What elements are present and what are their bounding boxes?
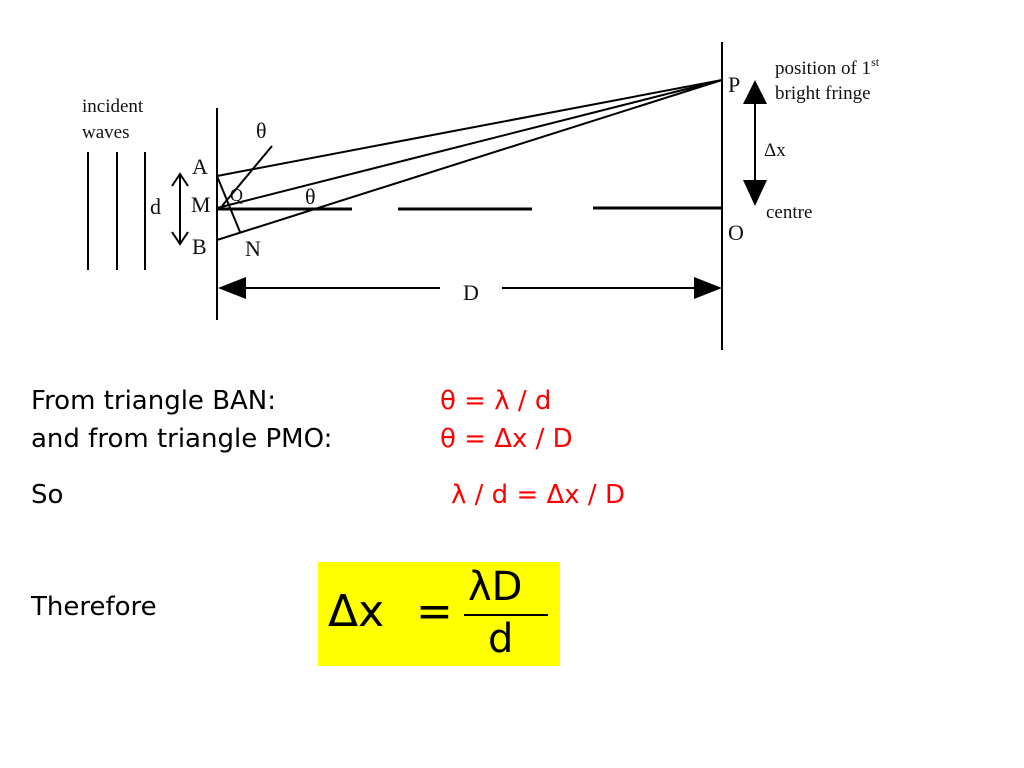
theta-lower-label: θ (305, 184, 316, 209)
centre-label: centre (766, 202, 812, 223)
theta-upper-label: θ (256, 118, 267, 143)
formula-denominator: d (488, 616, 514, 662)
ray-a-to-p (216, 79, 723, 177)
fringe-bright-label: bright fringe (775, 83, 871, 104)
fringe-superscript: st (871, 55, 880, 69)
distance-label: D (463, 280, 479, 305)
formula-fraction-bar (464, 614, 548, 616)
row1-equation: θ = λ / d (440, 386, 552, 416)
fringe-spacing-formula: Δx = λD d (318, 562, 560, 666)
point-m-label: M (191, 192, 211, 217)
d-arrow-head-top (171, 172, 189, 187)
point-p-label: P (728, 72, 740, 97)
row3-equation: λ / d = Δx / D (451, 480, 625, 510)
row3-label: So (31, 480, 64, 510)
formula-numerator: λD (468, 564, 523, 610)
row4-label: Therefore (31, 592, 157, 622)
delta-x-label: Δx (764, 140, 786, 161)
point-q-label: Q (230, 185, 243, 205)
row2-label: and from triangle PMO: (31, 424, 333, 454)
row2-equation: θ = Δx / D (440, 424, 573, 454)
ray-b-to-p (216, 79, 723, 241)
point-o-label: O (728, 220, 744, 245)
formula-lhs: Δx (328, 586, 385, 637)
perpendicular-an (216, 175, 241, 233)
double-slit-diagram: incident waves d A M B N Q θ θ P O Δx po… (82, 42, 880, 350)
fringe-position-label: position of 1st (775, 55, 880, 79)
point-n-label: N (245, 236, 261, 261)
delta-x-arrow-head-bottom (743, 180, 767, 206)
d-arrow-head-bottom (171, 231, 189, 246)
point-b-label: B (192, 234, 207, 259)
wavefront-normal (221, 145, 273, 207)
row1-label: From triangle BAN: (31, 386, 277, 416)
waves-label: waves (82, 122, 129, 143)
point-a-label: A (192, 154, 208, 179)
distance-arrow-head-left (218, 277, 246, 299)
distance-arrow-head-right (694, 277, 722, 299)
ray-m-to-p (216, 79, 723, 209)
formula-equals: = (416, 586, 453, 637)
incident-label: incident (82, 96, 144, 117)
slit-separation-label: d (150, 194, 161, 219)
delta-x-arrow-head-top (743, 80, 767, 104)
